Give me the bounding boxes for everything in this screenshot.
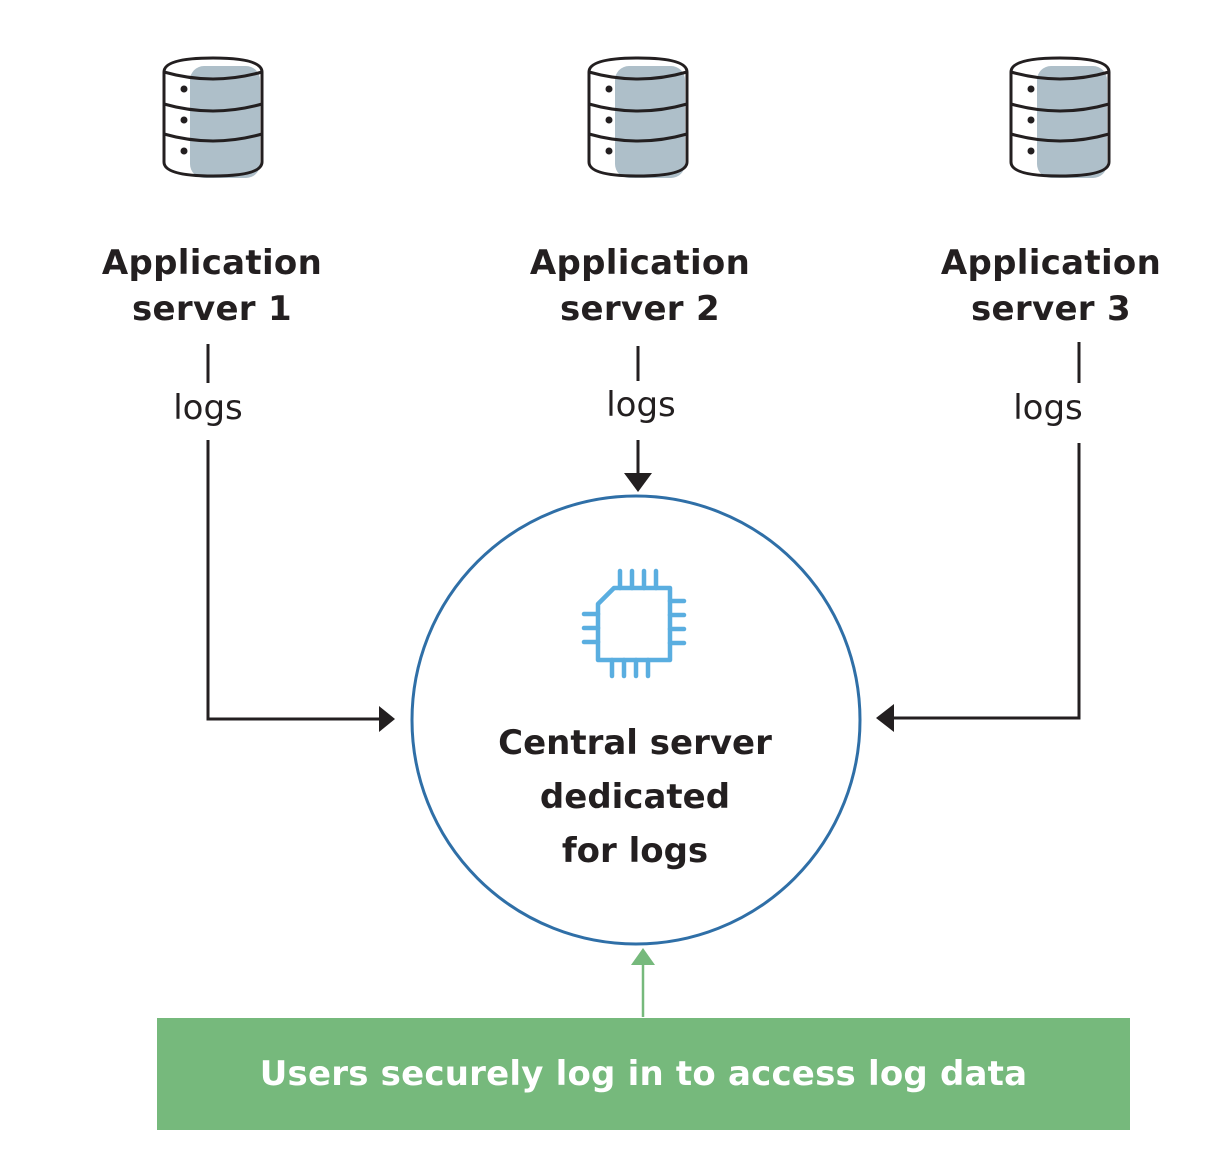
server-1-label: Application server 1 [82,240,342,332]
users-access-label: Users securely log in to access log data [259,1054,1028,1094]
arrow-head-server-3 [876,704,894,732]
arrow-head-server-2 [624,473,652,492]
arrow-head-server-1 [379,706,395,732]
server-1-label-line2: server 1 [132,289,292,329]
central-server-circle [410,494,862,946]
cpu-chip-icon [581,568,687,679]
server-1-label-line1: Application [101,243,323,283]
server-3-label-line1: Application [940,243,1162,283]
server-2-label-line1: Application [529,243,751,283]
central-server-label-line1: Central server [498,723,772,763]
server-3-label-line2: server 3 [971,289,1131,329]
central-server-label-line3: for logs [561,831,709,871]
logs-label-server-2: logs [606,385,676,425]
users-access-box: Users securely log in to access log data [157,1018,1130,1130]
database-icon-server-3 [1009,56,1111,180]
connector-server-3 [893,342,1081,720]
central-server-label-line2: dedicated [539,777,731,817]
users-arrow-head [631,948,655,965]
server-2-label: Application server 2 [510,240,770,332]
database-icon-server-1 [162,56,264,180]
database-icon-server-2 [587,56,689,180]
logs-label-server-1: logs [173,388,243,428]
server-2-label-line2: server 2 [560,289,720,329]
logs-label-server-3: logs [1013,388,1083,428]
server-3-label: Application server 3 [921,240,1181,332]
central-server-label: Central server dedicated for logs [470,716,800,878]
connector-server-1 [206,344,380,721]
